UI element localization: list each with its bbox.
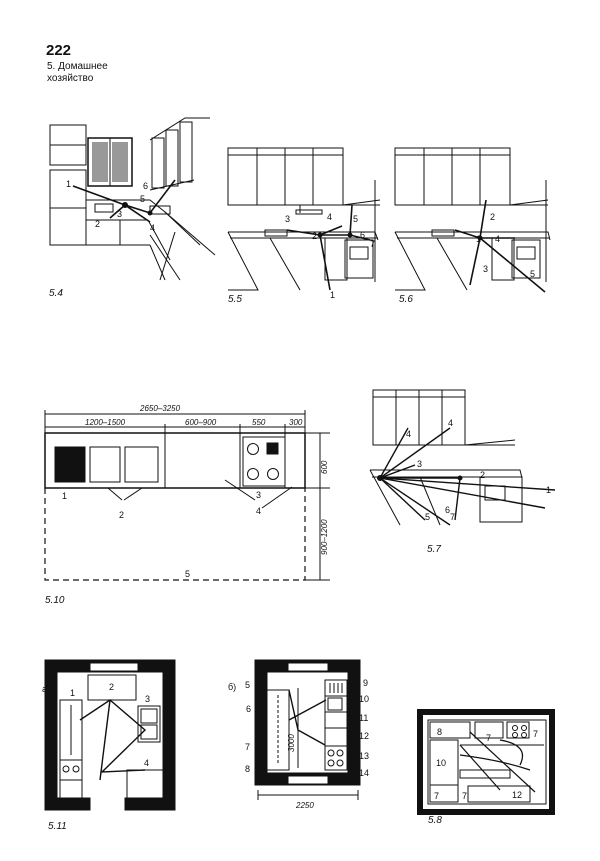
- fig510-label-3: 3: [256, 490, 261, 500]
- fig58-label-8: 8: [437, 727, 442, 737]
- fig511-label-1: 1: [70, 688, 75, 698]
- fig511-dim-length: 3000: [287, 734, 296, 752]
- fig55-label-5: 5: [353, 214, 358, 224]
- fig54-label-5: 5: [140, 194, 145, 204]
- fig510-label-1: 1: [62, 491, 67, 501]
- fig55-label-4: 4: [327, 212, 332, 222]
- fig57-label-2: 2: [480, 470, 485, 480]
- fig511-label-7: 7: [245, 742, 250, 752]
- figure-5-11b-drawing: [254, 659, 361, 800]
- fig511-label-8: 8: [245, 764, 250, 774]
- fig55-label-1: 1: [330, 290, 335, 300]
- caption-fig-5-10: 5.10: [45, 595, 65, 606]
- fig55-label-2: 2: [312, 231, 317, 241]
- fig510-seg3: 550: [252, 418, 266, 427]
- figure-5-6-drawing: [394, 147, 551, 293]
- fig56-label-1: 1: [476, 234, 481, 244]
- fig58-label-7c: 10: [436, 758, 446, 768]
- fig510-depth2: 900–1200: [320, 519, 329, 555]
- fig511-label-11: 11: [359, 713, 368, 723]
- fig57-label-3: 3: [417, 459, 422, 469]
- fig511-label-5: 5: [245, 680, 250, 690]
- fig510-label-5: 5: [185, 569, 190, 579]
- fig58-label-7d: 7: [462, 791, 467, 801]
- caption-fig-5-6: 5.6: [399, 294, 413, 305]
- caption-fig-5-8: 5.8: [428, 815, 442, 826]
- fig511-label-6: 6: [246, 704, 251, 714]
- fig54-label-4: 4: [150, 223, 155, 233]
- fig510-seg2: 600–900: [185, 418, 217, 427]
- fig55-label-3: 3: [285, 214, 290, 224]
- fig57-label-1: 1: [546, 485, 551, 495]
- fig54-label-6: 6: [143, 181, 148, 191]
- fig57-label-6: 6: [445, 505, 450, 515]
- fig511-dim-width: 2250: [295, 801, 314, 810]
- fig55-label-6: 6: [360, 230, 365, 240]
- fig510-label-2: 2: [119, 510, 124, 520]
- fig511-label-10: 10: [359, 694, 369, 704]
- fig510-label-4: 4: [256, 506, 261, 516]
- fig511-variant-a: а): [42, 684, 50, 694]
- figure-5-10-drawing: [44, 410, 330, 581]
- fig56-label-4: 4: [495, 234, 500, 244]
- fig511-label-9: 9: [363, 678, 368, 688]
- fig511-label-12: 12: [359, 731, 369, 741]
- figure-5-4-drawing: [49, 117, 216, 281]
- figure-5-8-drawing: [417, 709, 555, 815]
- fig511-label-4: 4: [144, 758, 149, 768]
- fig510-total-width: 2650–3250: [139, 404, 181, 413]
- caption-fig-5-5: 5.5: [228, 294, 242, 305]
- fig54-label-2: 2: [95, 219, 100, 229]
- section-title: 5. Домашнее хозяйство: [47, 61, 108, 84]
- fig54-label-3: 3: [117, 209, 122, 219]
- fig57-label-7: 7: [450, 512, 455, 522]
- caption-fig-5-11: 5.11: [48, 821, 67, 832]
- fig58-label-10: 7: [434, 791, 439, 801]
- fig511-label-2: 2: [109, 682, 114, 692]
- caption-fig-5-4: 5.4: [49, 288, 63, 299]
- fig54-label-1: 1: [66, 179, 71, 189]
- fig510-seg4: 300: [289, 418, 303, 427]
- fig58-label-7b: 7: [533, 729, 538, 739]
- figure-5-7-drawing: [369, 389, 556, 526]
- fig511-label-14: 14: [359, 768, 369, 778]
- fig57-label-5: 5: [425, 512, 430, 522]
- fig57-label-4a: 4: [406, 429, 411, 439]
- fig56-label-5: 5: [530, 269, 535, 279]
- fig55-label-7: 7: [370, 239, 375, 249]
- fig510-depth1: 600: [320, 460, 329, 474]
- fig56-label-3: 3: [483, 264, 488, 274]
- fig57-label-4b: 4: [448, 418, 453, 428]
- fig510-seg1: 1200–1500: [85, 418, 126, 427]
- fig58-label-7a: 7: [486, 733, 491, 743]
- fig511-label-13: 13: [359, 751, 369, 761]
- figure-5-5-drawing: [227, 147, 381, 291]
- caption-fig-5-7: 5.7: [427, 544, 441, 555]
- fig58-label-12: 12: [512, 790, 522, 800]
- fig511-label-3: 3: [145, 694, 150, 704]
- page-number: 222: [46, 42, 72, 59]
- fig511-variant-b: б): [228, 682, 236, 692]
- figure-5-11a-drawing: [44, 659, 176, 811]
- fig56-label-2: 2: [490, 212, 495, 222]
